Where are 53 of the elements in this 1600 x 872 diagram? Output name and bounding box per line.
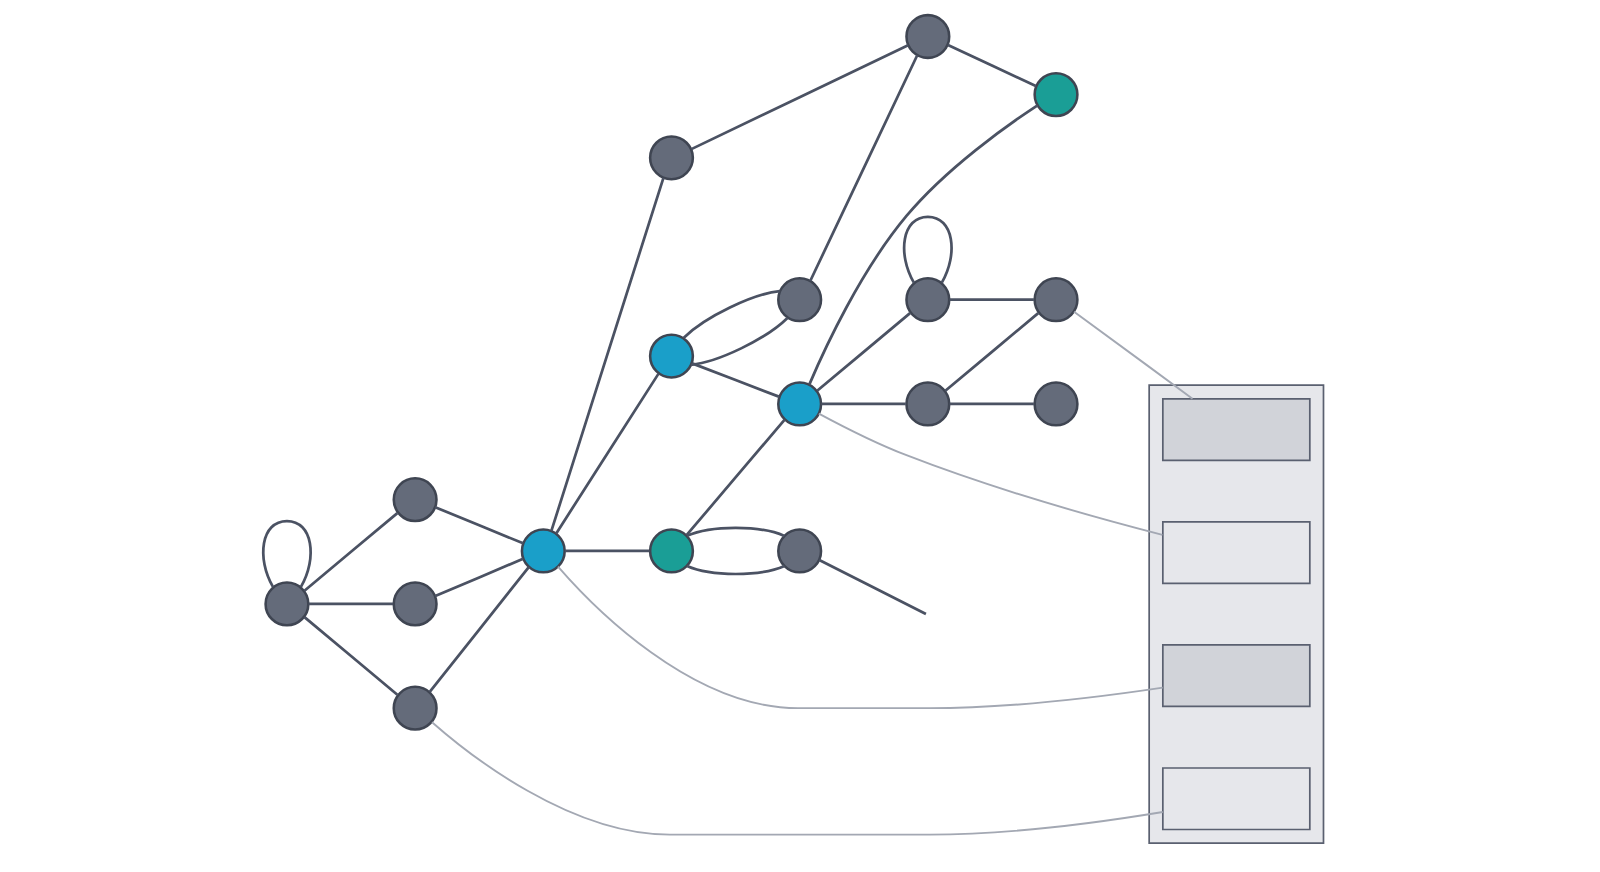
node-circle	[648, 135, 695, 181]
connector	[902, 215, 953, 284]
node-circle	[1033, 71, 1079, 118]
node-circle	[905, 13, 951, 60]
node-circle	[520, 528, 566, 574]
connector	[818, 558, 927, 616]
connector	[261, 519, 312, 588]
node-circle	[392, 685, 438, 731]
node-circle	[648, 528, 695, 574]
node-box	[1162, 644, 1311, 708]
connector	[690, 43, 909, 151]
connector	[686, 564, 785, 576]
node-circle	[1033, 277, 1079, 323]
node-circle	[648, 333, 695, 379]
connector	[690, 316, 789, 367]
node-circle	[905, 277, 951, 323]
connector	[816, 312, 911, 392]
connector	[303, 512, 399, 592]
node-circle	[777, 277, 823, 323]
connector	[303, 616, 399, 696]
node-circle	[392, 477, 438, 523]
connector	[817, 412, 1164, 536]
node-box	[1162, 767, 1311, 831]
connector	[944, 312, 1040, 392]
connector	[947, 43, 1037, 88]
connector	[691, 362, 780, 398]
node-circle	[777, 381, 823, 427]
node-circle	[264, 581, 310, 627]
connector	[565, 549, 650, 553]
connector	[557, 565, 1164, 710]
connector	[431, 721, 1164, 836]
connector	[434, 505, 524, 545]
node-circle	[1033, 381, 1079, 427]
connector	[428, 566, 531, 693]
node-circle	[905, 381, 951, 427]
node-circle	[777, 528, 823, 574]
connector	[434, 557, 524, 598]
node-box	[1162, 397, 1311, 462]
connector	[949, 402, 1034, 406]
connector	[821, 402, 906, 406]
connector	[685, 418, 786, 537]
connector	[682, 289, 780, 339]
connector	[809, 54, 919, 282]
connector	[949, 298, 1034, 302]
connector	[554, 372, 660, 535]
node-circle	[392, 581, 438, 627]
node-box	[1162, 521, 1311, 585]
cluster	[1148, 384, 1325, 845]
connector	[308, 602, 393, 606]
connector	[686, 526, 785, 538]
connector	[1073, 310, 1194, 400]
connector	[550, 177, 665, 532]
connector	[808, 104, 1039, 385]
